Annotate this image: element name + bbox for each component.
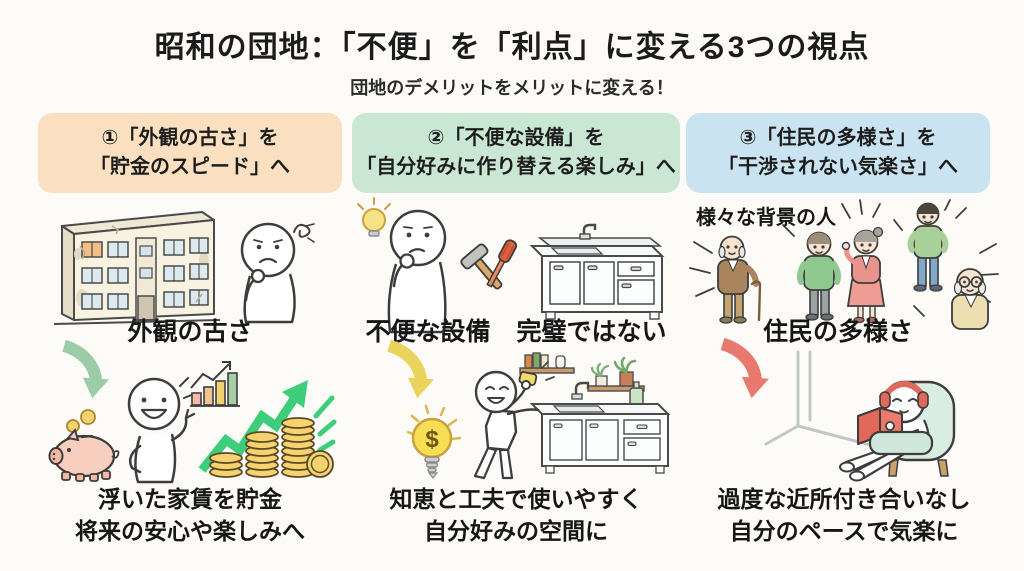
curved-down-arrow-red-icon [720, 337, 770, 399]
person-cleaning-kitchen-shelves-icon [473, 352, 671, 480]
header-card-1: ①「外観の古さ」を 「貯金のスピード」へ [38, 113, 342, 193]
coin-stacks-rising-arrow-icon [198, 380, 337, 478]
curved-down-arrow-yellow-icon [387, 339, 435, 399]
header1-line2: 「貯金のスピード」へ [90, 156, 290, 178]
old-apartment-building-icon [53, 211, 221, 325]
hammer-screwdriver-tools-icon [460, 239, 518, 290]
worried-person-icon [240, 222, 315, 324]
dollar-lightbulb-icon: $ [406, 404, 462, 479]
header3-line1: ③「住民の多様さ」を [739, 127, 937, 149]
benefit-caption-2-line1: 知恵と工夫で使いやすく [389, 486, 643, 512]
header3-line2: 「干渉されない気楽さ」へ [718, 156, 958, 178]
problem-caption-1: 外観の古さ [127, 318, 253, 346]
benefit-caption-1-line1: 浮いた家賃を貯金 [98, 486, 282, 512]
header2-line2: 「自分好みに作り替える楽しみ」へ [356, 156, 676, 178]
piggy-bank-coins-icon [48, 409, 120, 482]
problem-caption-3: 住民の多様さ [762, 318, 913, 346]
page-title: 昭和の団地：「不便」を「利点」に変える3つの視点 [154, 31, 870, 64]
problem-caption-2-right: 完璧ではない [516, 318, 667, 346]
benefit-caption-3-line1: 過度な近所付き合いなし [717, 486, 971, 512]
header2-line1: ②「不便な設備」を [427, 127, 605, 149]
problem-caption-2-left: 不便な設備 [365, 318, 491, 346]
diverse-residents-group-icon [689, 199, 999, 330]
header-card-2: ②「不便な設備」を 「自分好みに作り替える楽しみ」へ [352, 113, 680, 193]
group-label: 様々な背景の人 [696, 207, 836, 229]
benefit-caption-3-line2: 自分のペースで気楽に [729, 518, 959, 544]
thinking-person-lightbulb-icon [357, 197, 447, 334]
person-reading-headphones-armchair-icon [764, 350, 956, 482]
header-card-3: ③「住民の多様さ」を 「干渉されない気楽さ」へ [686, 113, 990, 193]
problem-caption-2: 不便な設備 完璧ではない [352, 312, 680, 348]
benefit-caption-1-line2: 将来の安心や楽しみへ [75, 518, 305, 544]
page-subtitle: 団地のデメリットをメリットに変える！ [350, 78, 674, 98]
growth-bar-chart-icon [190, 361, 240, 407]
kitchen-sink-unit-icon [529, 223, 665, 320]
happy-pointing-person-icon [127, 377, 196, 484]
benefit-caption-2-line2: 自分好みの空間に [424, 518, 608, 544]
svg-text:$: $ [425, 426, 439, 453]
curved-down-arrow-green-icon [62, 339, 110, 399]
header1-line1: ①「外観の古さ」を [101, 127, 279, 149]
